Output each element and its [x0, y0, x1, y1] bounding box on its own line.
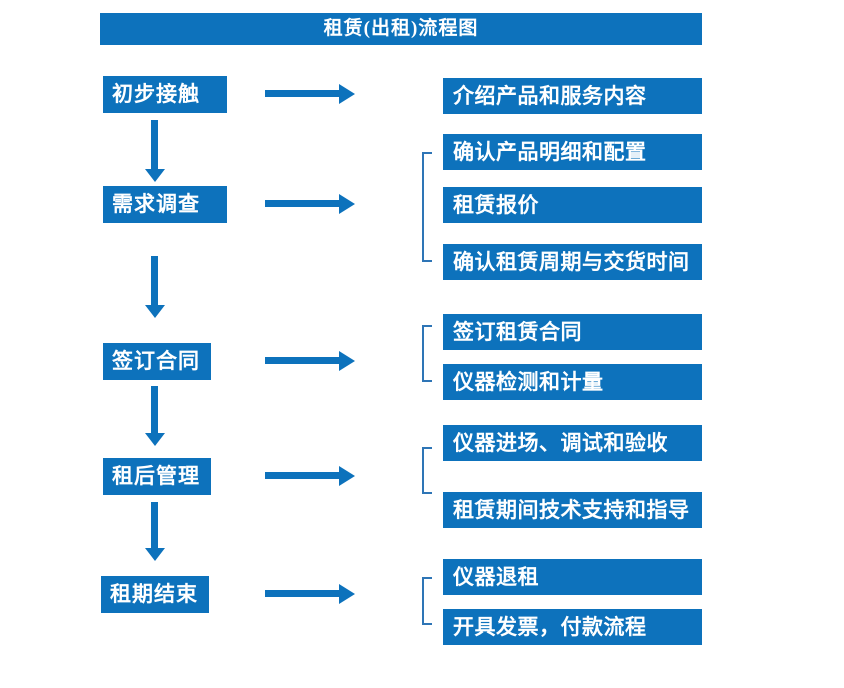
arrow-right-icon — [265, 466, 355, 486]
arrow-right-icon — [265, 584, 355, 604]
arrow-right-icon — [265, 351, 355, 371]
detail-box-sign-rental-contract: 签订租赁合同 — [443, 314, 702, 350]
arrow-right-icon — [265, 84, 355, 104]
arrow-down-icon — [145, 502, 165, 561]
step-box-sign-contract: 签订合同 — [103, 343, 211, 380]
step-box-demand-survey: 需求调查 — [103, 186, 227, 223]
arrow-down-icon — [145, 120, 165, 182]
bracket-connector — [422, 152, 432, 262]
detail-box-instrument-inspection: 仪器检测和计量 — [443, 364, 702, 400]
detail-box-introduce-products: 介绍产品和服务内容 — [443, 78, 702, 114]
bracket-connector — [422, 325, 432, 382]
arrow-down-icon — [145, 256, 165, 318]
detail-box-rental-quotation: 租赁报价 — [443, 187, 702, 223]
step-box-post-rental-management: 租后管理 — [103, 458, 211, 495]
bracket-connector — [422, 577, 432, 625]
detail-box-invoice-payment: 开具发票，付款流程 — [443, 609, 702, 645]
detail-box-tech-support: 租赁期间技术支持和指导 — [443, 492, 702, 528]
detail-box-confirm-period-delivery: 确认租赁周期与交货时间 — [443, 244, 702, 280]
detail-box-instrument-return: 仪器退租 — [443, 559, 702, 595]
arrow-down-icon — [145, 386, 165, 446]
title-bar: 租赁(出租)流程图 — [100, 13, 702, 45]
detail-box-instrument-setup-acceptance: 仪器进场、调试和验收 — [443, 425, 702, 461]
step-box-initial-contact: 初步接触 — [103, 76, 227, 113]
step-box-rental-end: 租期结束 — [101, 576, 209, 613]
arrow-right-icon — [265, 194, 355, 214]
bracket-connector — [422, 447, 432, 494]
detail-box-confirm-product-details: 确认产品明细和配置 — [443, 134, 702, 170]
page-title: 租赁(出租)流程图 — [323, 18, 479, 39]
